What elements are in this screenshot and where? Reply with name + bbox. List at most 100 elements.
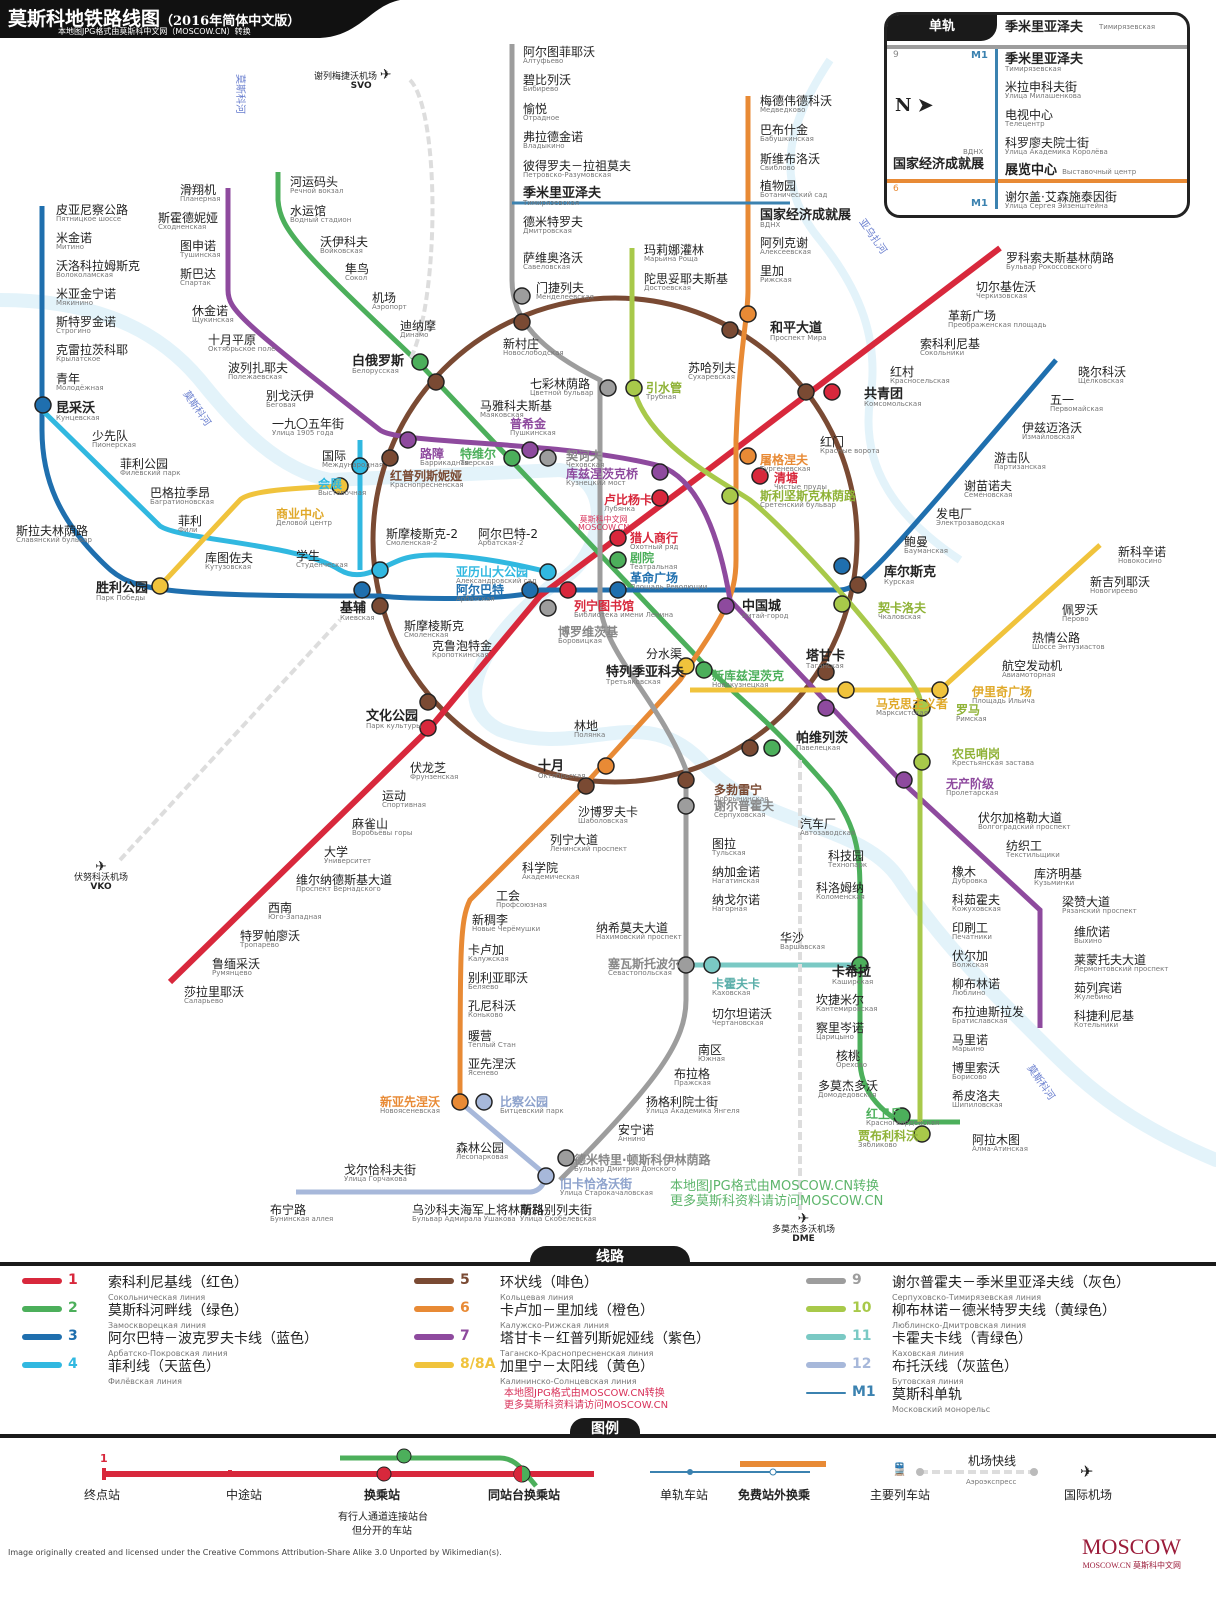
airport-dme[interactable]: ✈ 多莫杰多沃机场 DME: [772, 1211, 836, 1244]
station-label[interactable]: 分水渠: [646, 648, 682, 660]
airport-svo[interactable]: 谢列梅捷沃机场 ✈ SVO: [314, 67, 392, 91]
